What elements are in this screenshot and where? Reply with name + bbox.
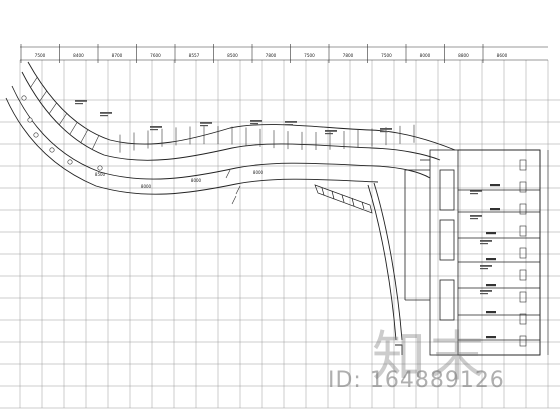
- room-annotations: [75, 100, 492, 295]
- dimension-value: 8400: [73, 53, 84, 58]
- annotation-mark: [480, 268, 488, 270]
- door-symbol: [519, 335, 527, 347]
- room-tag: [490, 208, 500, 211]
- leader-line: [235, 185, 241, 195]
- annotation-mark: [480, 293, 488, 295]
- leader-line: [231, 195, 237, 205]
- room-tag: [486, 258, 496, 261]
- axis-marker: [49, 147, 55, 153]
- dimension-value: 7800: [343, 53, 354, 58]
- annotation-mark: [200, 122, 212, 124]
- top-dimension-labels: 7500 8400 8700 7600 8557 8500 7800 7500 7800 7500…: [20, 44, 508, 63]
- room-tag: [490, 184, 500, 187]
- dimension-value: 7500: [304, 53, 315, 58]
- annotation-mark: [150, 126, 162, 128]
- dimension-value: 8800: [458, 53, 469, 58]
- annotation-mark: [100, 112, 112, 114]
- axis-marker: [33, 132, 39, 138]
- partition-wall: [69, 122, 78, 135]
- dimension-value: 7800: [266, 53, 277, 58]
- dimension-value: 8557: [189, 53, 200, 58]
- annotation-mark: [285, 124, 293, 126]
- dimension-value: 7600: [150, 53, 161, 58]
- room-tag: [486, 336, 496, 339]
- partition-wall: [39, 90, 47, 102]
- annotation-mark: [480, 243, 488, 245]
- annotation-mark: [150, 129, 158, 131]
- room-tag: [486, 284, 496, 287]
- curved-building-walls: [5, 61, 456, 195]
- door-symbol: [519, 269, 527, 281]
- ramp: [314, 184, 373, 214]
- annotation-mark: [285, 121, 297, 123]
- dimension-value: 8500: [227, 53, 238, 58]
- curved-edge: [367, 182, 403, 355]
- dimension-value: 8000: [253, 170, 264, 175]
- annotation-mark: [470, 215, 482, 217]
- annotation-mark: [470, 218, 478, 220]
- annotation-mark: [75, 100, 87, 102]
- leader-line: [225, 169, 231, 179]
- annotation-mark: [480, 290, 492, 292]
- right-building-block: [404, 149, 541, 356]
- room-tag: [486, 232, 496, 235]
- right-block-details: [486, 159, 527, 347]
- door-symbol: [519, 225, 527, 237]
- annotation-mark: [480, 240, 492, 242]
- partition-wall: [58, 113, 68, 125]
- top-dimension-line: [20, 46, 548, 61]
- door-symbol: [519, 247, 527, 259]
- door-symbol: [519, 181, 527, 193]
- annotation-mark: [100, 115, 108, 117]
- partition-wall: [80, 129, 89, 143]
- partition-wall: [30, 77, 38, 88]
- dimension-value: 7500: [381, 53, 392, 58]
- annotation-mark: [470, 190, 482, 192]
- axis-grid: [0, 60, 560, 409]
- dimension-value: 8500: [95, 172, 106, 177]
- annotation-mark: [200, 125, 208, 127]
- door-symbol: [519, 159, 527, 171]
- annotation-mark: [480, 265, 492, 267]
- annotation-mark: [470, 193, 478, 195]
- annotation-mark: [380, 131, 388, 133]
- axis-marker: [67, 159, 73, 165]
- annotation-mark: [380, 128, 392, 130]
- annotation-mark: [325, 133, 333, 135]
- axis-markers: [21, 95, 241, 205]
- axis-marker: [21, 95, 27, 101]
- door-symbol: [519, 313, 527, 325]
- dimension-value: 8600: [497, 53, 508, 58]
- dimension-value: 8700: [112, 53, 123, 58]
- door-symbol: [519, 203, 527, 215]
- dimension-value: 8000: [141, 184, 152, 189]
- dimension-value: 8000: [420, 53, 431, 58]
- dimension-value: 8000: [191, 178, 202, 183]
- door-symbol: [519, 291, 527, 303]
- axis-marker: [27, 117, 33, 123]
- annotation-mark: [75, 103, 83, 105]
- room-tag: [486, 311, 496, 314]
- partition-wall: [91, 135, 100, 150]
- axis-marker: [97, 165, 103, 171]
- partition-wall: [48, 102, 57, 114]
- lower-dimension-labels: 8500 8000 8000 8000: [95, 170, 264, 189]
- annotation-mark: [250, 123, 258, 125]
- dimension-value: 7500: [35, 53, 46, 58]
- annotation-mark: [325, 130, 337, 132]
- room-partitions: [30, 77, 415, 153]
- annotation-mark: [250, 120, 262, 122]
